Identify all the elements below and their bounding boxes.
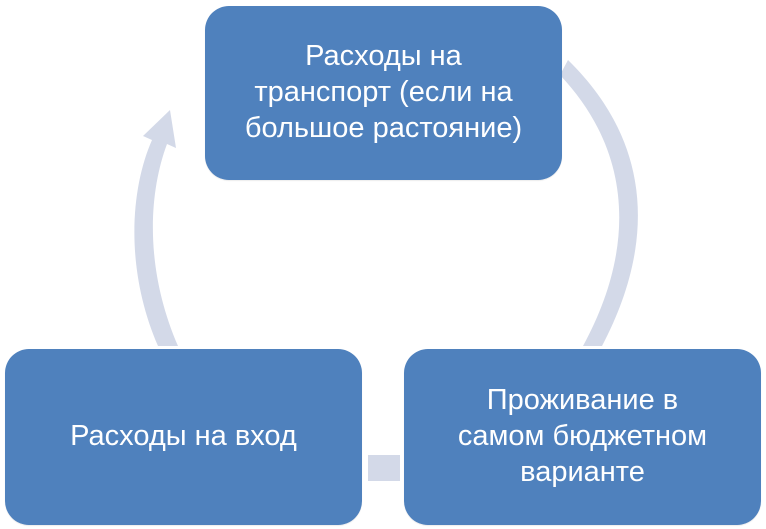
cycle-node-transport: Расходы на транспорт (если на большое ра… (205, 6, 562, 180)
arrow-right-to-left (368, 455, 400, 481)
cycle-node-accommodation-label: Проживание в самом бюджетном варианте (457, 384, 708, 488)
arrow-top-to-right (560, 60, 638, 346)
cycle-node-transport-label: Расходы на транспорт (если на большое ра… (244, 40, 523, 144)
cycle-node-accommodation: Проживание в самом бюджетном варианте (404, 349, 761, 525)
cycle-node-entry: Расходы на вход (5, 349, 362, 525)
cycle-node-entry-label: Расходы на вход (70, 420, 297, 453)
arrow-left-to-top (134, 110, 178, 346)
